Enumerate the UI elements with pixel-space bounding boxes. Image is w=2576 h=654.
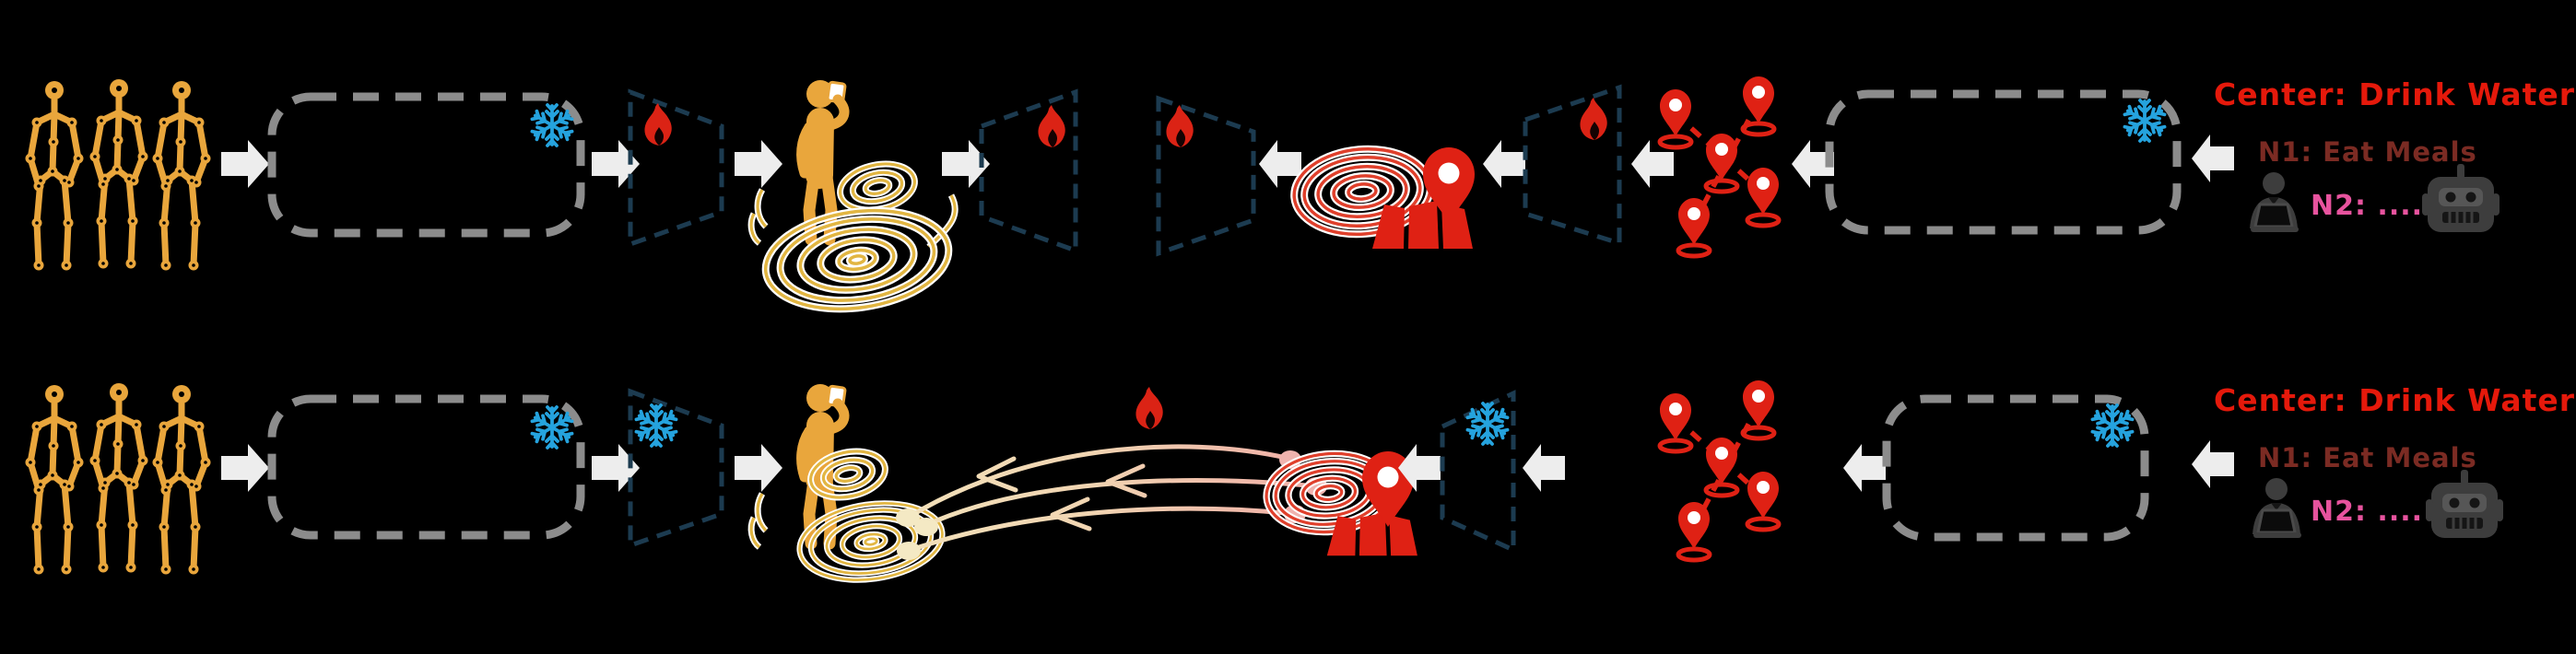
location-embedding [1263, 449, 1417, 556]
snowflake-icon [2090, 403, 2135, 448]
arrowhead-icon [1105, 463, 1147, 498]
flow-arrow-left-icon [2192, 440, 2234, 488]
caption-n2-bottom: N2: .... [2311, 496, 2424, 528]
map-pin-graph-icon [1660, 380, 1779, 560]
flow-arrow-right-icon [221, 444, 269, 492]
projection-trapezoid [979, 88, 1078, 254]
projection-trapezoid [628, 388, 724, 549]
projection-trapezoid [628, 88, 724, 248]
flow-arrow-left-icon [2192, 134, 2234, 182]
motion-embedding [747, 80, 956, 321]
snowflake-icon [2123, 99, 2167, 143]
flow-arrow-right-icon [735, 140, 782, 188]
flow-arrow-left-icon [1483, 140, 1525, 188]
row-bottom [26, 380, 2505, 589]
alignment-nodes [896, 450, 1327, 560]
motion-encoder-box [267, 394, 585, 540]
snowflake-icon [1465, 402, 1510, 446]
caption-n2-top: N2: .... [2311, 190, 2424, 222]
person-at-laptop-icon [2248, 170, 2300, 234]
fire-icon [1580, 98, 1607, 140]
flow-arrow-right-icon [735, 444, 782, 492]
spiral-scribble-icon [759, 200, 956, 321]
fire-icon [644, 103, 672, 146]
skeleton-motion-icon [26, 383, 211, 575]
row-top [26, 76, 2501, 321]
fire-icon [1135, 387, 1163, 429]
location-encoder-box [1882, 394, 2149, 542]
caption-n1-bottom: N1: Eat Meals [2258, 442, 2477, 473]
projection-trapezoid [1523, 84, 1622, 247]
snowflake-icon [530, 103, 574, 147]
map-pin-graph-icon [1660, 76, 1779, 256]
snowflake-icon [634, 403, 678, 448]
alignment-curve [905, 506, 1298, 554]
arrowhead-icon [1050, 496, 1092, 531]
arrowhead-icon [976, 456, 1018, 493]
person-at-laptop-icon [2251, 476, 2303, 540]
location-embedding [1290, 144, 1475, 249]
motion-embedding [747, 384, 947, 589]
folded-map-icon [1326, 512, 1417, 556]
projection-trapezoid [1156, 95, 1256, 257]
caption-center-top: Center: Drink Water [2214, 76, 2576, 112]
caption-n1-top: N1: Eat Meals [2258, 136, 2477, 168]
caption-center-bottom: Center: Drink Water [2214, 382, 2576, 418]
skeleton-motion-icon [26, 79, 211, 271]
robot-icon [2424, 468, 2505, 540]
alignment-arrows [905, 444, 1319, 554]
location-encoder-box [1825, 89, 2182, 235]
flow-arrow-right-icon [221, 140, 269, 188]
fire-icon [1038, 105, 1065, 147]
alignment-curve [905, 444, 1293, 520]
robot-icon [2420, 162, 2501, 234]
snowflake-icon [530, 405, 574, 450]
flow-arrow-left-icon [1523, 444, 1565, 492]
motion-encoder-box [267, 92, 585, 238]
flow-arrow-left-icon [1843, 444, 1886, 492]
